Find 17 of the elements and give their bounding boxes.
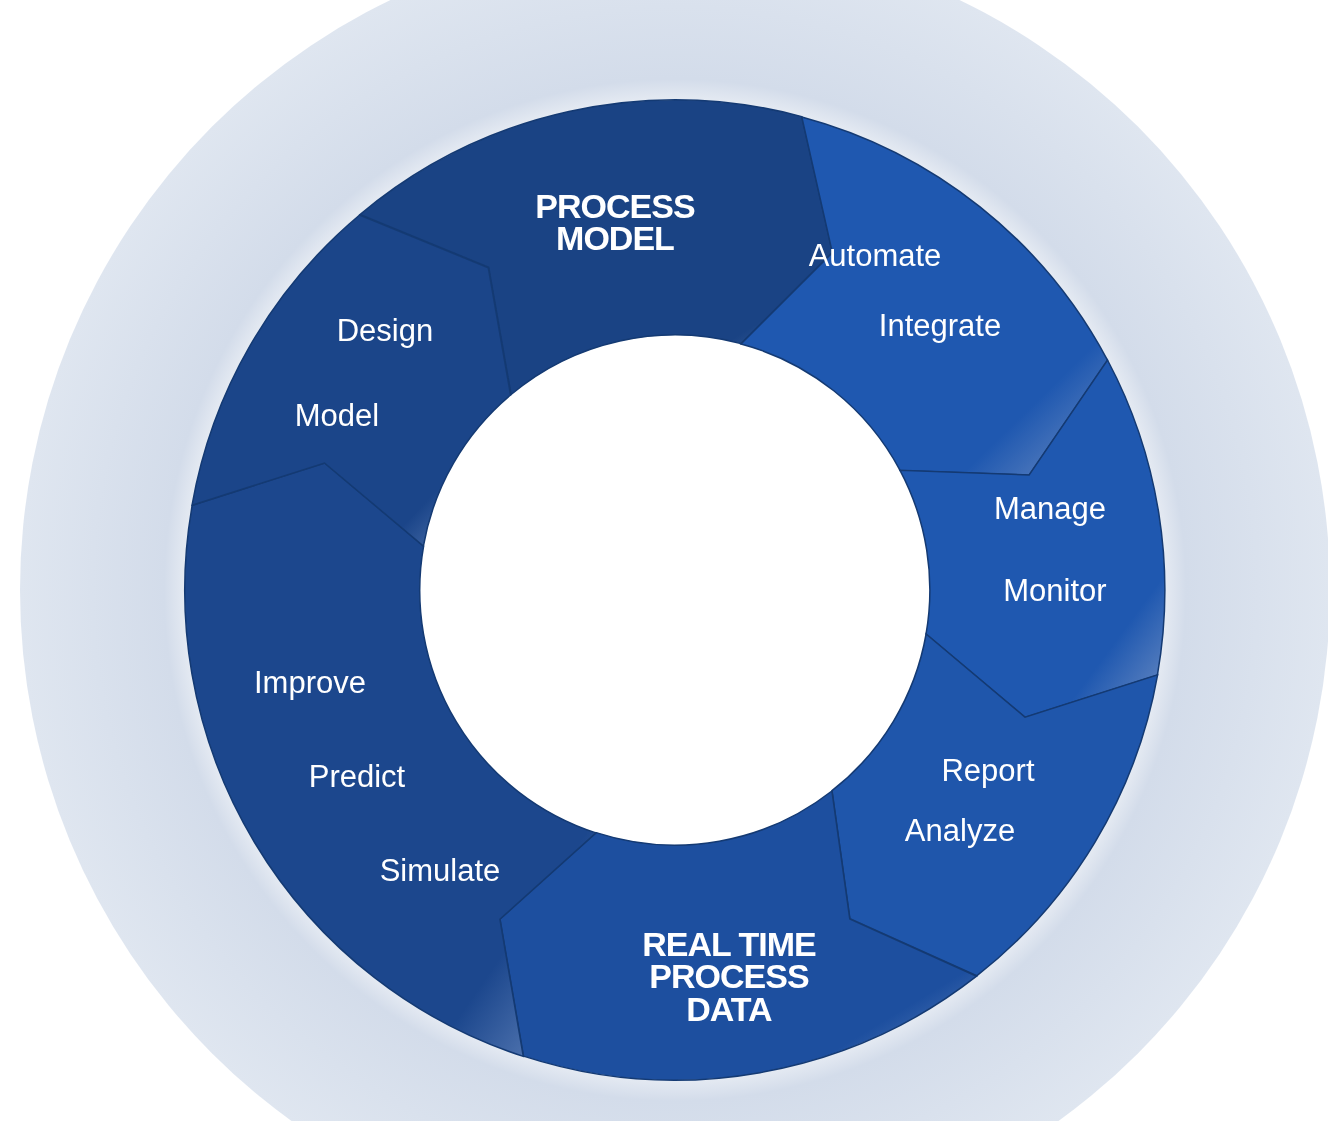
step-label: Simulate (379, 854, 501, 886)
step-label: Analyze (904, 814, 1016, 846)
step-label: Predict (308, 760, 406, 792)
step-label: Design (336, 314, 434, 346)
arrow-segment (900, 359, 1165, 718)
arrow-segment (192, 214, 512, 546)
step-label: Improve (254, 666, 366, 698)
stage-heading: REAL TIME PROCESS DATA (641, 927, 817, 1025)
step-label: Report (941, 754, 1035, 786)
stage-heading: PROCESS MODEL (534, 189, 696, 255)
step-label: Model (294, 399, 380, 431)
step-label: Integrate (878, 309, 1002, 341)
step-label: Automate (808, 239, 942, 271)
step-label: Monitor (1003, 574, 1107, 606)
arrow-segment (741, 116, 1108, 475)
arrow-segment (832, 634, 1158, 977)
step-label: Manage (993, 492, 1106, 524)
